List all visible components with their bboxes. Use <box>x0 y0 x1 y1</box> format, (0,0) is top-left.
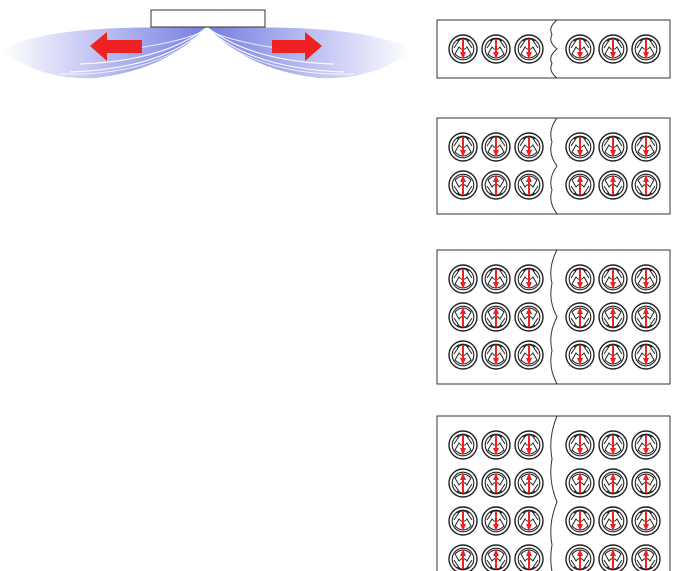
diffuser-nozzle-icon <box>481 34 511 64</box>
diffuser-nozzle-icon <box>514 506 544 536</box>
diffuser-nozzle-icon <box>598 264 628 294</box>
diffuser-nozzle-icon <box>514 544 544 571</box>
diffuser-nozzle-icon <box>598 506 628 536</box>
panel-divider <box>550 249 558 385</box>
diffuser-nozzle-icon <box>565 170 595 200</box>
diffuser-nozzle-icon <box>514 170 544 200</box>
diffuser-nozzle-icon <box>598 468 628 498</box>
panel-frame <box>436 117 671 215</box>
diffuser-nozzle-icon <box>481 506 511 536</box>
airflow-illustration <box>2 9 412 79</box>
arrow-left-icon <box>90 32 142 61</box>
ceiling-unit <box>150 9 266 28</box>
diffuser-nozzle-icon <box>631 34 661 64</box>
diffuser-nozzle-icon <box>631 468 661 498</box>
diffuser-nozzle-icon <box>631 132 661 162</box>
diffuser-nozzle-icon <box>514 468 544 498</box>
panel-divider <box>550 117 558 215</box>
diffuser-nozzle-icon <box>598 132 628 162</box>
diffuser-nozzle-icon <box>448 302 478 332</box>
diffuser-nozzle-icon <box>565 264 595 294</box>
diffuser-nozzle-icon <box>448 544 478 571</box>
diffuser-nozzle-icon <box>598 302 628 332</box>
diffuser-nozzle-icon <box>565 506 595 536</box>
diffuser-nozzle-icon <box>481 430 511 460</box>
diffuser-nozzle-icon <box>565 430 595 460</box>
diffuser-nozzle-icon <box>448 430 478 460</box>
diffuser-nozzle-icon <box>448 132 478 162</box>
panel-1-row <box>436 19 671 79</box>
panel-divider <box>550 415 558 571</box>
diffuser-nozzle-icon <box>481 544 511 571</box>
diffuser-nozzle-icon <box>514 302 544 332</box>
diffuser-nozzle-icon <box>448 264 478 294</box>
panel-divider <box>550 19 558 79</box>
diffuser-nozzle-icon <box>514 34 544 64</box>
diffuser-nozzle-icon <box>631 302 661 332</box>
diffuser-nozzle-icon <box>631 430 661 460</box>
arrow-right-icon <box>272 32 322 61</box>
diffuser-nozzle-icon <box>481 340 511 370</box>
nozzle-panels <box>436 19 671 571</box>
diffuser-nozzle-icon <box>598 34 628 64</box>
diffuser-nozzle-icon <box>598 170 628 200</box>
diffuser-nozzle-icon <box>598 430 628 460</box>
diffuser-nozzle-icon <box>448 468 478 498</box>
diffuser-nozzle-icon <box>448 506 478 536</box>
diffuser-nozzle-icon <box>631 264 661 294</box>
diffuser-nozzle-icon <box>598 544 628 571</box>
diffuser-nozzle-icon <box>514 132 544 162</box>
panel-2-rows <box>436 117 671 215</box>
diffuser-nozzle-icon <box>481 264 511 294</box>
diffuser-nozzle-icon <box>598 340 628 370</box>
panel-4-rows <box>436 415 671 571</box>
diffuser-nozzle-icon <box>631 340 661 370</box>
diffuser-nozzle-icon <box>481 132 511 162</box>
diffuser-nozzle-icon <box>565 468 595 498</box>
diffuser-nozzle-icon <box>565 544 595 571</box>
diffuser-nozzle-icon <box>448 340 478 370</box>
diffuser-nozzle-icon <box>481 302 511 332</box>
diffuser-nozzle-icon <box>514 340 544 370</box>
diffuser-nozzle-icon <box>631 506 661 536</box>
diffuser-nozzle-icon <box>565 302 595 332</box>
diffuser-nozzle-icon <box>481 468 511 498</box>
diffuser-nozzle-icon <box>481 170 511 200</box>
panel-3-rows <box>436 249 671 385</box>
diffuser-nozzle-icon <box>565 340 595 370</box>
diffuser-nozzle-icon <box>514 430 544 460</box>
diffuser-nozzle-icon <box>565 132 595 162</box>
diffuser-nozzle-icon <box>631 544 661 571</box>
diffuser-nozzle-icon <box>631 170 661 200</box>
diffuser-nozzle-icon <box>514 264 544 294</box>
diffuser-nozzle-icon <box>448 34 478 64</box>
diffuser-nozzle-icon <box>448 170 478 200</box>
diffuser-nozzle-icon <box>565 34 595 64</box>
